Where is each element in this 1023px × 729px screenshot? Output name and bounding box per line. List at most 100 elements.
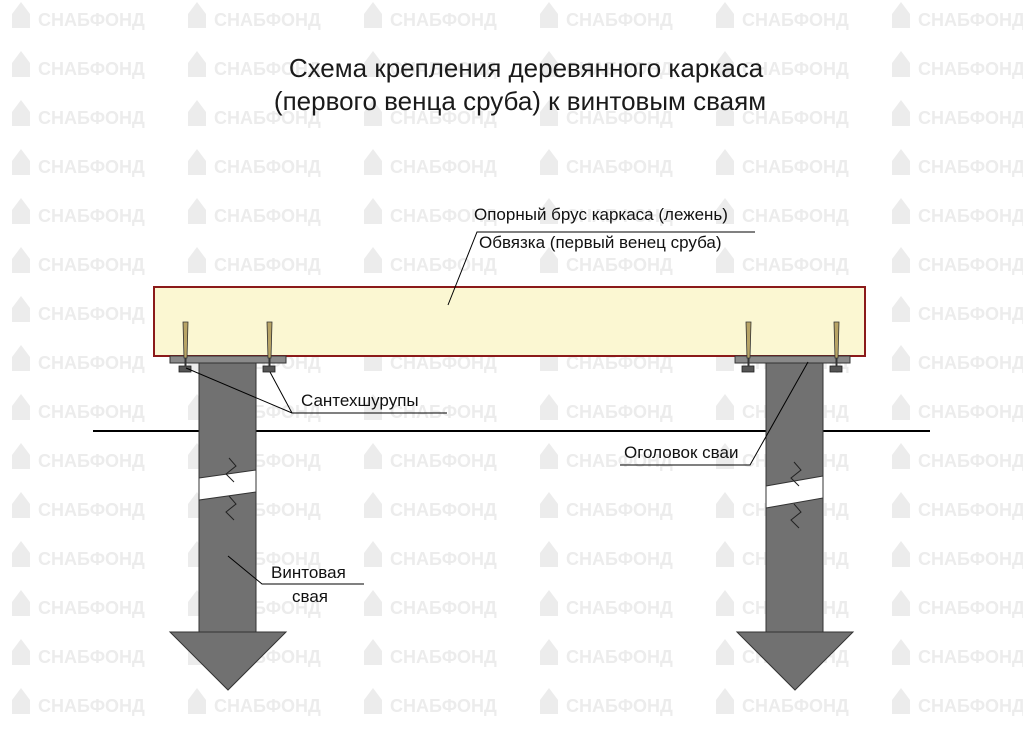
watermark-text: СНАБФОНД [214, 59, 321, 79]
watermark-tile: СНАБФОНД [540, 443, 673, 471]
watermark-text: СНАБФОНД [214, 255, 321, 275]
watermark-tile: СНАБФОНД [892, 345, 1023, 373]
watermark-icon [12, 149, 30, 175]
watermark-icon [364, 492, 382, 518]
watermark-icon [716, 149, 734, 175]
title-line-2: (первого венца сруба) к винтовым сваям [274, 86, 766, 116]
watermark-text: СНАБФОНД [390, 549, 497, 569]
watermark-icon [12, 590, 30, 616]
watermark-tile: СНАБФОНД [892, 639, 1023, 667]
watermark-tile: СНАБФОНД [12, 345, 145, 373]
watermark-text: СНАБФОНД [38, 353, 145, 373]
screws [178, 321, 843, 373]
label-strapping: Обвязка (первый венец сруба) [479, 233, 722, 252]
watermark-tile: СНАБФОНД [364, 639, 497, 667]
watermark-tile: СНАБФОНД [892, 443, 1023, 471]
watermark-text: СНАБФОНД [390, 157, 497, 177]
watermark-icon [364, 2, 382, 28]
watermark-icon [540, 100, 558, 126]
watermark-text: СНАБФОНД [566, 647, 673, 667]
watermark-icon [12, 541, 30, 567]
watermark-text: СНАБФОНД [918, 647, 1023, 667]
watermark-tile: СНАБФОНД [892, 541, 1023, 569]
watermark-icon [540, 2, 558, 28]
watermark-icon [12, 639, 30, 665]
watermark-icon [12, 198, 30, 224]
watermark-tile: СНАБФОНД [540, 541, 673, 569]
watermark-icon [892, 590, 910, 616]
watermark-text: СНАБФОНД [390, 353, 497, 373]
watermark-icon [364, 51, 382, 77]
watermark-tile: СНАБФОНД [540, 247, 673, 275]
watermark-icon [364, 688, 382, 714]
label-support-beam: Опорный брус каркаса (лежень) [474, 205, 728, 224]
watermark-tile: СНАБФОНД [12, 100, 145, 128]
watermark-tile: СНАБФОНД [12, 688, 145, 716]
watermark-tile: СНАБФОНД [12, 247, 145, 275]
right-pile-tip [735, 631, 855, 691]
watermark-icon [188, 51, 206, 77]
watermark-tile: СНАБФОНД [892, 296, 1023, 324]
support-beam [153, 286, 866, 357]
watermark-text: СНАБФОНД [214, 10, 321, 30]
watermark-text: СНАБФОНД [918, 500, 1023, 520]
right-pile-break-mark [790, 461, 802, 487]
screw [178, 321, 192, 373]
watermark-icon [716, 639, 734, 665]
watermark-icon [892, 541, 910, 567]
watermark-tile: СНАБФОНД [188, 100, 321, 128]
watermark-text: СНАБФОНД [566, 157, 673, 177]
watermark-icon [12, 2, 30, 28]
watermark-icon [716, 688, 734, 714]
watermark-tile: СНАБФОНД [12, 443, 145, 471]
leader-lines [185, 231, 809, 585]
left-pile-tip [168, 631, 288, 691]
watermark-tile: СНАБФОНД [12, 2, 145, 30]
watermark-text: СНАБФОНД [390, 598, 497, 618]
watermark-tile: СНАБФОНД [364, 100, 497, 128]
watermark-icon [892, 639, 910, 665]
watermark-text: СНАБФОНД [918, 353, 1023, 373]
watermark-tile: СНАБФОНД [12, 51, 145, 79]
watermark-tile: СНАБФОНД [364, 149, 497, 177]
watermark-text: СНАБФОНД [566, 206, 673, 226]
watermark-tile: СНАБФОНД [364, 688, 497, 716]
watermark-text: СНАБФОНД [38, 304, 145, 324]
watermark-tile: СНАБФОНД [188, 149, 321, 177]
watermark-icon [12, 688, 30, 714]
left-pile-break-mark [225, 457, 237, 483]
watermark-text: СНАБФОНД [918, 10, 1023, 30]
watermark-icon [540, 149, 558, 175]
watermark-tile: СНАБФОНД [12, 394, 145, 422]
watermark-icon [540, 247, 558, 273]
watermark-icon [540, 198, 558, 224]
watermark-tile: СНАБФОНД [364, 492, 497, 520]
watermark-icon [12, 345, 30, 371]
watermark-tile: СНАБФОНД [716, 149, 849, 177]
watermark-text: СНАБФОНД [38, 157, 145, 177]
watermark-icon [188, 100, 206, 126]
watermark-icon [892, 2, 910, 28]
watermark-icon [540, 639, 558, 665]
screw [829, 321, 843, 373]
watermark-tile: СНАБФОНД [188, 688, 321, 716]
watermark-tile: СНАБФОНД [892, 590, 1023, 618]
watermark-text: СНАБФОНД [38, 10, 145, 30]
watermark-text: СНАБФОНД [38, 108, 145, 128]
watermark-text: СНАБФОНД [38, 696, 145, 716]
watermark-tile: СНАБФОНД [12, 541, 145, 569]
watermark-text: СНАБФОНД [742, 206, 849, 226]
watermark-icon [892, 345, 910, 371]
watermark-text: СНАБФОНД [566, 696, 673, 716]
watermark-icon [188, 198, 206, 224]
watermark-icon [540, 394, 558, 420]
watermark-text: СНАБФОНД [742, 59, 849, 79]
watermark-icon [716, 100, 734, 126]
watermark-tile: СНАБФОНД [892, 247, 1023, 275]
watermark-icon [892, 149, 910, 175]
watermark-tile: СНАБФОНД [188, 2, 321, 30]
watermark-text: СНАБФОНД [390, 59, 497, 79]
watermark-tile: СНАБФОНД [540, 198, 673, 226]
watermark-icon [188, 688, 206, 714]
watermark-tile: СНАБФОНД [364, 51, 497, 79]
